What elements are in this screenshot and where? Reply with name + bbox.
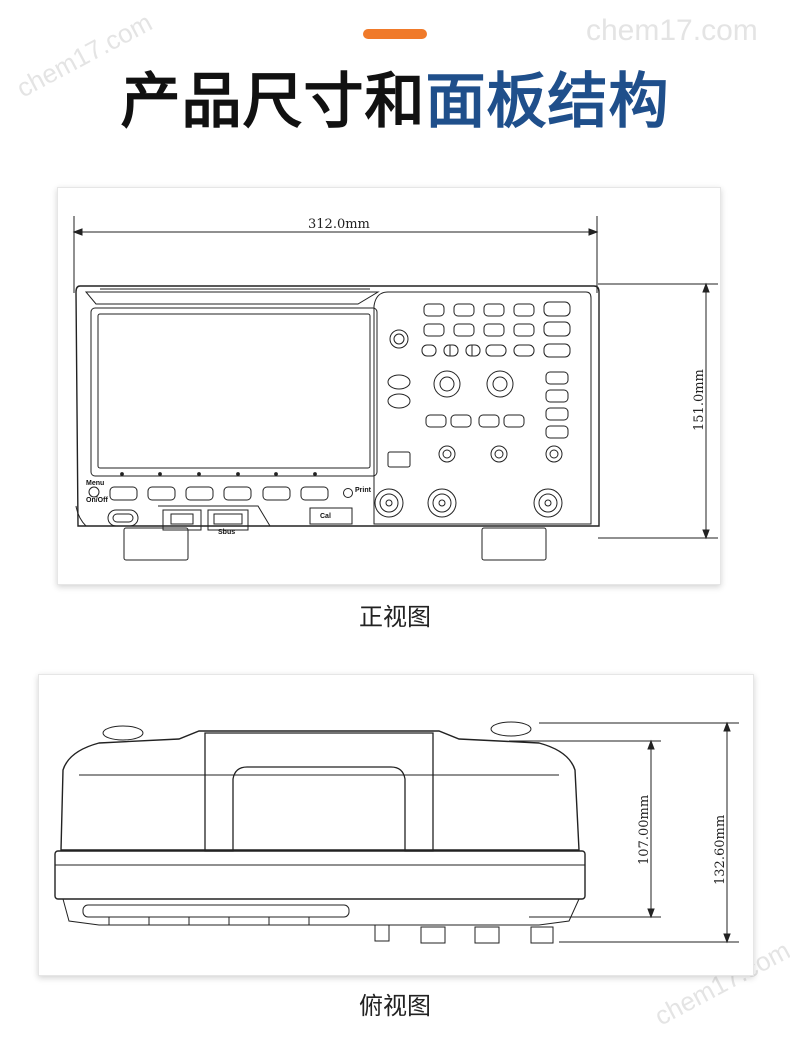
front-view-caption: 正视图 [359, 603, 431, 631]
page-title: 产品尺寸和面板结构 [0, 62, 790, 142]
accent-bar [363, 29, 427, 39]
cal-label: Cal [320, 513, 331, 520]
top-view-panel: 107.00mm 132.60mm [38, 674, 754, 976]
watermark: chem17.com [586, 14, 758, 47]
top-view-caption: 俯视图 [359, 992, 431, 1020]
front-view-panel: 312.0mm 151.0mm Menu On/Off Print Sbus C… [57, 187, 721, 585]
sbus-label: Sbus [218, 529, 235, 536]
print-label: Print [355, 487, 372, 494]
onoff-label: On/Off [86, 497, 108, 504]
width-dimension: 312.0mm [308, 217, 370, 232]
top-view-drawing: 107.00mm 132.60mm [54, 721, 739, 944]
depth-dimension-2: 132.60mm [713, 815, 728, 885]
title-part-2: 面板结构 [425, 67, 670, 137]
menu-label: Menu [86, 480, 104, 487]
depth-dimension-1: 107.00mm [637, 795, 652, 865]
title-part-1: 产品尺寸和 [120, 67, 426, 137]
front-view-drawing: 312.0mm 151.0mm Menu On/Off Print Sbus C… [72, 216, 718, 561]
height-dimension: 151.0mm [692, 369, 707, 431]
